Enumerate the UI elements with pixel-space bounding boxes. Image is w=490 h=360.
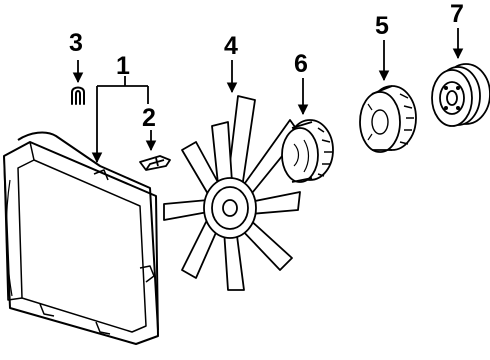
- fan-blade-icon: [163, 95, 301, 291]
- callout-3: 3: [69, 29, 83, 57]
- leader-lines: [72, 28, 464, 164]
- fan-clutch-icon: [359, 85, 417, 153]
- pulley-icon: [431, 63, 490, 127]
- shroud-clip-icon: [139, 155, 171, 171]
- callout-4: 4: [224, 32, 238, 60]
- fan-shroud-icon: [3, 131, 159, 345]
- retainer-clip-icon: [71, 86, 85, 105]
- callout-7: 7: [450, 0, 464, 28]
- callout-6: 6: [294, 50, 308, 78]
- callout-1: 1: [116, 52, 130, 80]
- fan-clutch-icon: [281, 119, 334, 183]
- callout-5: 5: [375, 12, 389, 40]
- callout-2: 2: [142, 104, 156, 132]
